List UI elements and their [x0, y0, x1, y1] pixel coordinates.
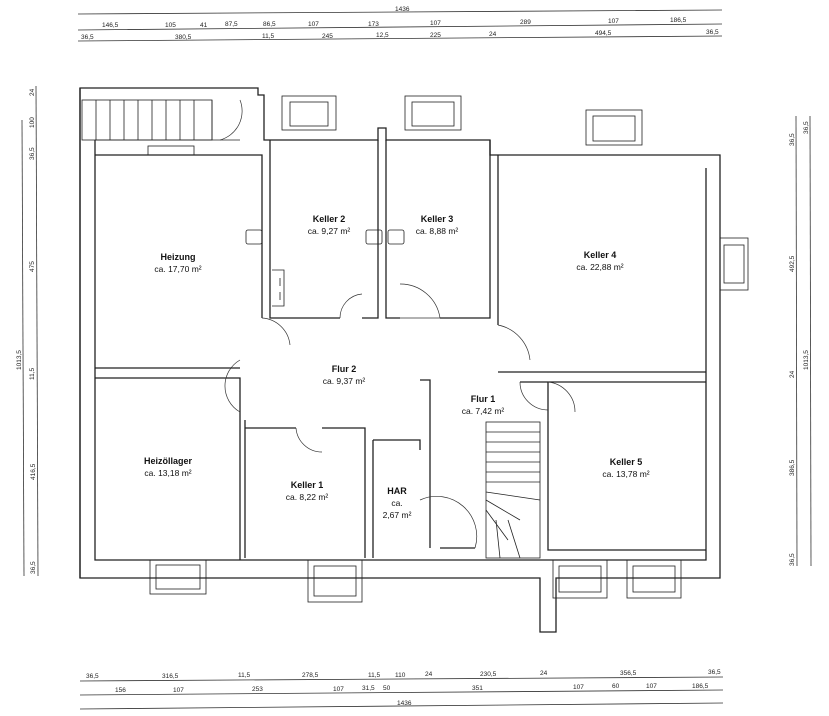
dim-label: 416,5	[30, 463, 37, 480]
light-wells	[147, 95, 749, 603]
dim-label: 289	[520, 19, 531, 26]
dim-label: 107	[573, 684, 584, 691]
dim-label: 475	[29, 261, 36, 272]
dim-label: 36,5	[81, 34, 94, 41]
dim-label: 36,5	[29, 147, 36, 160]
dim-label: 107	[173, 687, 184, 694]
room-area-flur-1: ca. 7,42 m²	[462, 406, 505, 416]
dim-label: 86,5	[263, 21, 276, 28]
room-labels: Heizung ca. 17,70 m² Keller 2 ca. 9,27 m…	[144, 214, 650, 520]
room-name-keller-2: Keller 2	[313, 214, 346, 224]
room-name-flur-2: Flur 2	[332, 364, 357, 374]
doors	[224, 283, 576, 549]
room-area-heizoellager: ca. 13,18 m²	[144, 468, 191, 478]
top-dimensions: 1436 146,5 105 41 87,5 86,5 107 173 107 …	[77, 6, 723, 42]
dim-label: 107	[646, 683, 657, 690]
dim-label: 24	[789, 370, 796, 378]
room-area-keller-5: ca. 13,78 m²	[602, 469, 649, 479]
dim-label: 11,5	[368, 672, 381, 679]
dim-label: 24	[540, 670, 548, 677]
dim-label: 253	[252, 686, 263, 693]
dim-label: 36,5	[706, 29, 719, 36]
room-area-keller-3: ca. 8,88 m²	[416, 226, 459, 236]
dim-label: 11,5	[238, 672, 251, 679]
dim-label: 156	[115, 687, 126, 694]
right-dimensions: 36,5 36,5 492,5 24 1013,5 386,5 36,5	[789, 115, 812, 567]
dim-label: 245	[322, 33, 333, 40]
dim-label: 356,5	[620, 670, 637, 677]
room-name-keller-5: Keller 5	[610, 457, 643, 467]
stairs-top	[81, 99, 243, 141]
dim-label: 107	[430, 20, 441, 27]
dim-label: 50	[383, 685, 391, 692]
dim-label: 386,5	[789, 459, 796, 476]
interior-walls	[95, 140, 706, 560]
dim-label: 351	[472, 685, 483, 692]
dim-label: 11,5	[262, 33, 275, 40]
dim-label: 36,5	[789, 553, 796, 566]
dim-label: 492,5	[789, 255, 796, 272]
room-area-har-value: 2,67 m²	[383, 510, 412, 520]
dim-label: 230,5	[480, 671, 497, 678]
dim-label: 24	[425, 671, 433, 678]
dim-label: 186,5	[670, 17, 687, 24]
dim-label: 36,5	[708, 669, 721, 676]
dim-label: 107	[308, 21, 319, 28]
room-name-keller-1: Keller 1	[291, 480, 324, 490]
dim-label: 11,5	[29, 367, 36, 380]
dim-label: 24	[489, 31, 497, 38]
dim-label: 380,5	[175, 34, 192, 41]
room-name-har: HAR	[387, 486, 407, 496]
room-area-har: ca.	[391, 498, 402, 508]
dim-label: 87,5	[225, 21, 238, 28]
room-area-flur-2: ca. 9,37 m²	[323, 376, 366, 386]
dim-label: 100	[29, 117, 36, 128]
dim-label: 173	[368, 21, 379, 28]
dim-label: 12,5	[376, 32, 389, 39]
dim-bottom-total: 1436	[397, 700, 412, 707]
dim-label: 36,5	[803, 121, 810, 134]
dim-label: 36,5	[30, 561, 37, 574]
dim-label: 31,5	[362, 685, 375, 692]
dim-label: 186,5	[692, 683, 709, 690]
dim-label: 24	[29, 88, 36, 96]
dim-label: 110	[395, 672, 406, 679]
dim-label: 36,5	[86, 673, 99, 680]
dim-label: 107	[333, 686, 344, 693]
room-name-keller-3: Keller 3	[421, 214, 454, 224]
dim-label: 225	[430, 32, 441, 39]
room-name-keller-4: Keller 4	[584, 250, 617, 260]
left-dimensions: 1013,5 24 100 36,5 475 11,5 416,5 36,5	[16, 85, 39, 577]
dim-label: 41	[200, 22, 208, 29]
dim-label: 105	[165, 22, 176, 29]
stairs-flur1	[485, 421, 541, 559]
dim-label: 278,5	[302, 672, 319, 679]
dim-top-total: 1436	[395, 6, 410, 13]
bottom-dimensions: 36,5 316,5 11,5 278,5 11,5 110 24 230,5 …	[79, 669, 724, 710]
dim-label: 316,5	[162, 673, 179, 680]
room-name-heizung: Heizung	[161, 252, 196, 262]
dim-label: 107	[608, 18, 619, 25]
dim-label: 146,5	[102, 22, 119, 29]
room-area-keller-4: ca. 22,88 m²	[576, 262, 623, 272]
room-name-flur-1: Flur 1	[471, 394, 496, 404]
dim-label: 1013,5	[16, 350, 23, 370]
dim-label: 494,5	[595, 30, 612, 37]
dim-label: 36,5	[789, 133, 796, 146]
room-name-heizoellager: Heizöllager	[144, 456, 193, 466]
room-area-keller-1: ca. 8,22 m²	[286, 492, 329, 502]
dim-label: 60	[612, 683, 620, 690]
dim-label: 1013,5	[803, 350, 810, 370]
room-area-keller-2: ca. 9,27 m²	[308, 226, 351, 236]
room-area-heizung: ca. 17,70 m²	[154, 264, 201, 274]
